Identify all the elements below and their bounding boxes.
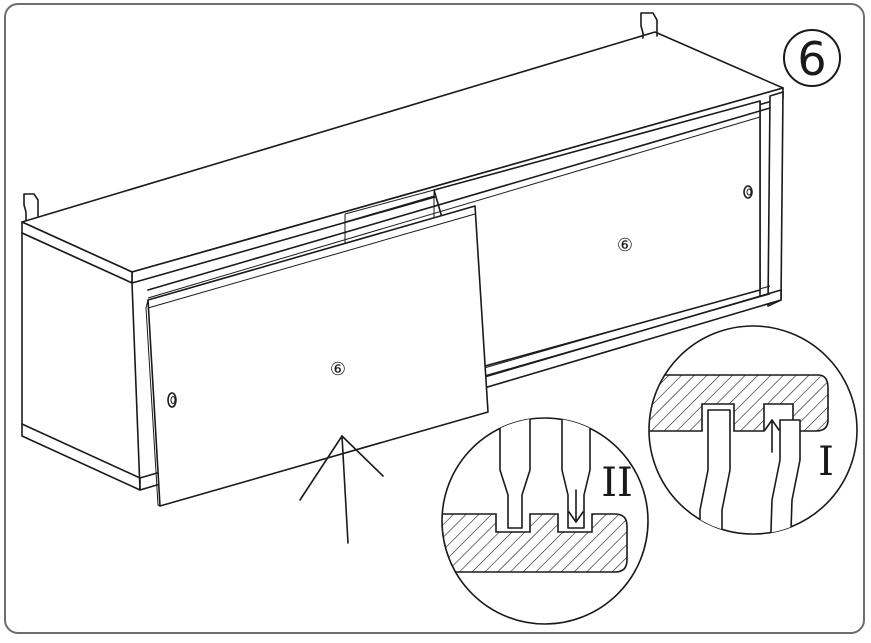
front-sliding-door (147, 205, 489, 507)
detail-circle-two (441, 417, 649, 625)
top-rail-section (649, 374, 829, 432)
right-wall-hook (640, 12, 658, 39)
step-number: 6 (797, 32, 826, 86)
back-door-part-label: ⑥ (617, 235, 633, 256)
detail-circle-one (648, 325, 858, 535)
left-wall-hook (23, 193, 39, 221)
step-badge: 6 (783, 29, 841, 87)
detail-one-label: I (818, 439, 834, 485)
diagram-frame (4, 3, 865, 634)
cabinet-right-side (767, 91, 784, 307)
front-door (145, 205, 489, 507)
detail-two-label: II (601, 460, 633, 506)
bottom-rail-section (442, 513, 628, 573)
insertion-arrow (299, 435, 384, 544)
front-door-part-label: ⑥ (330, 359, 346, 380)
